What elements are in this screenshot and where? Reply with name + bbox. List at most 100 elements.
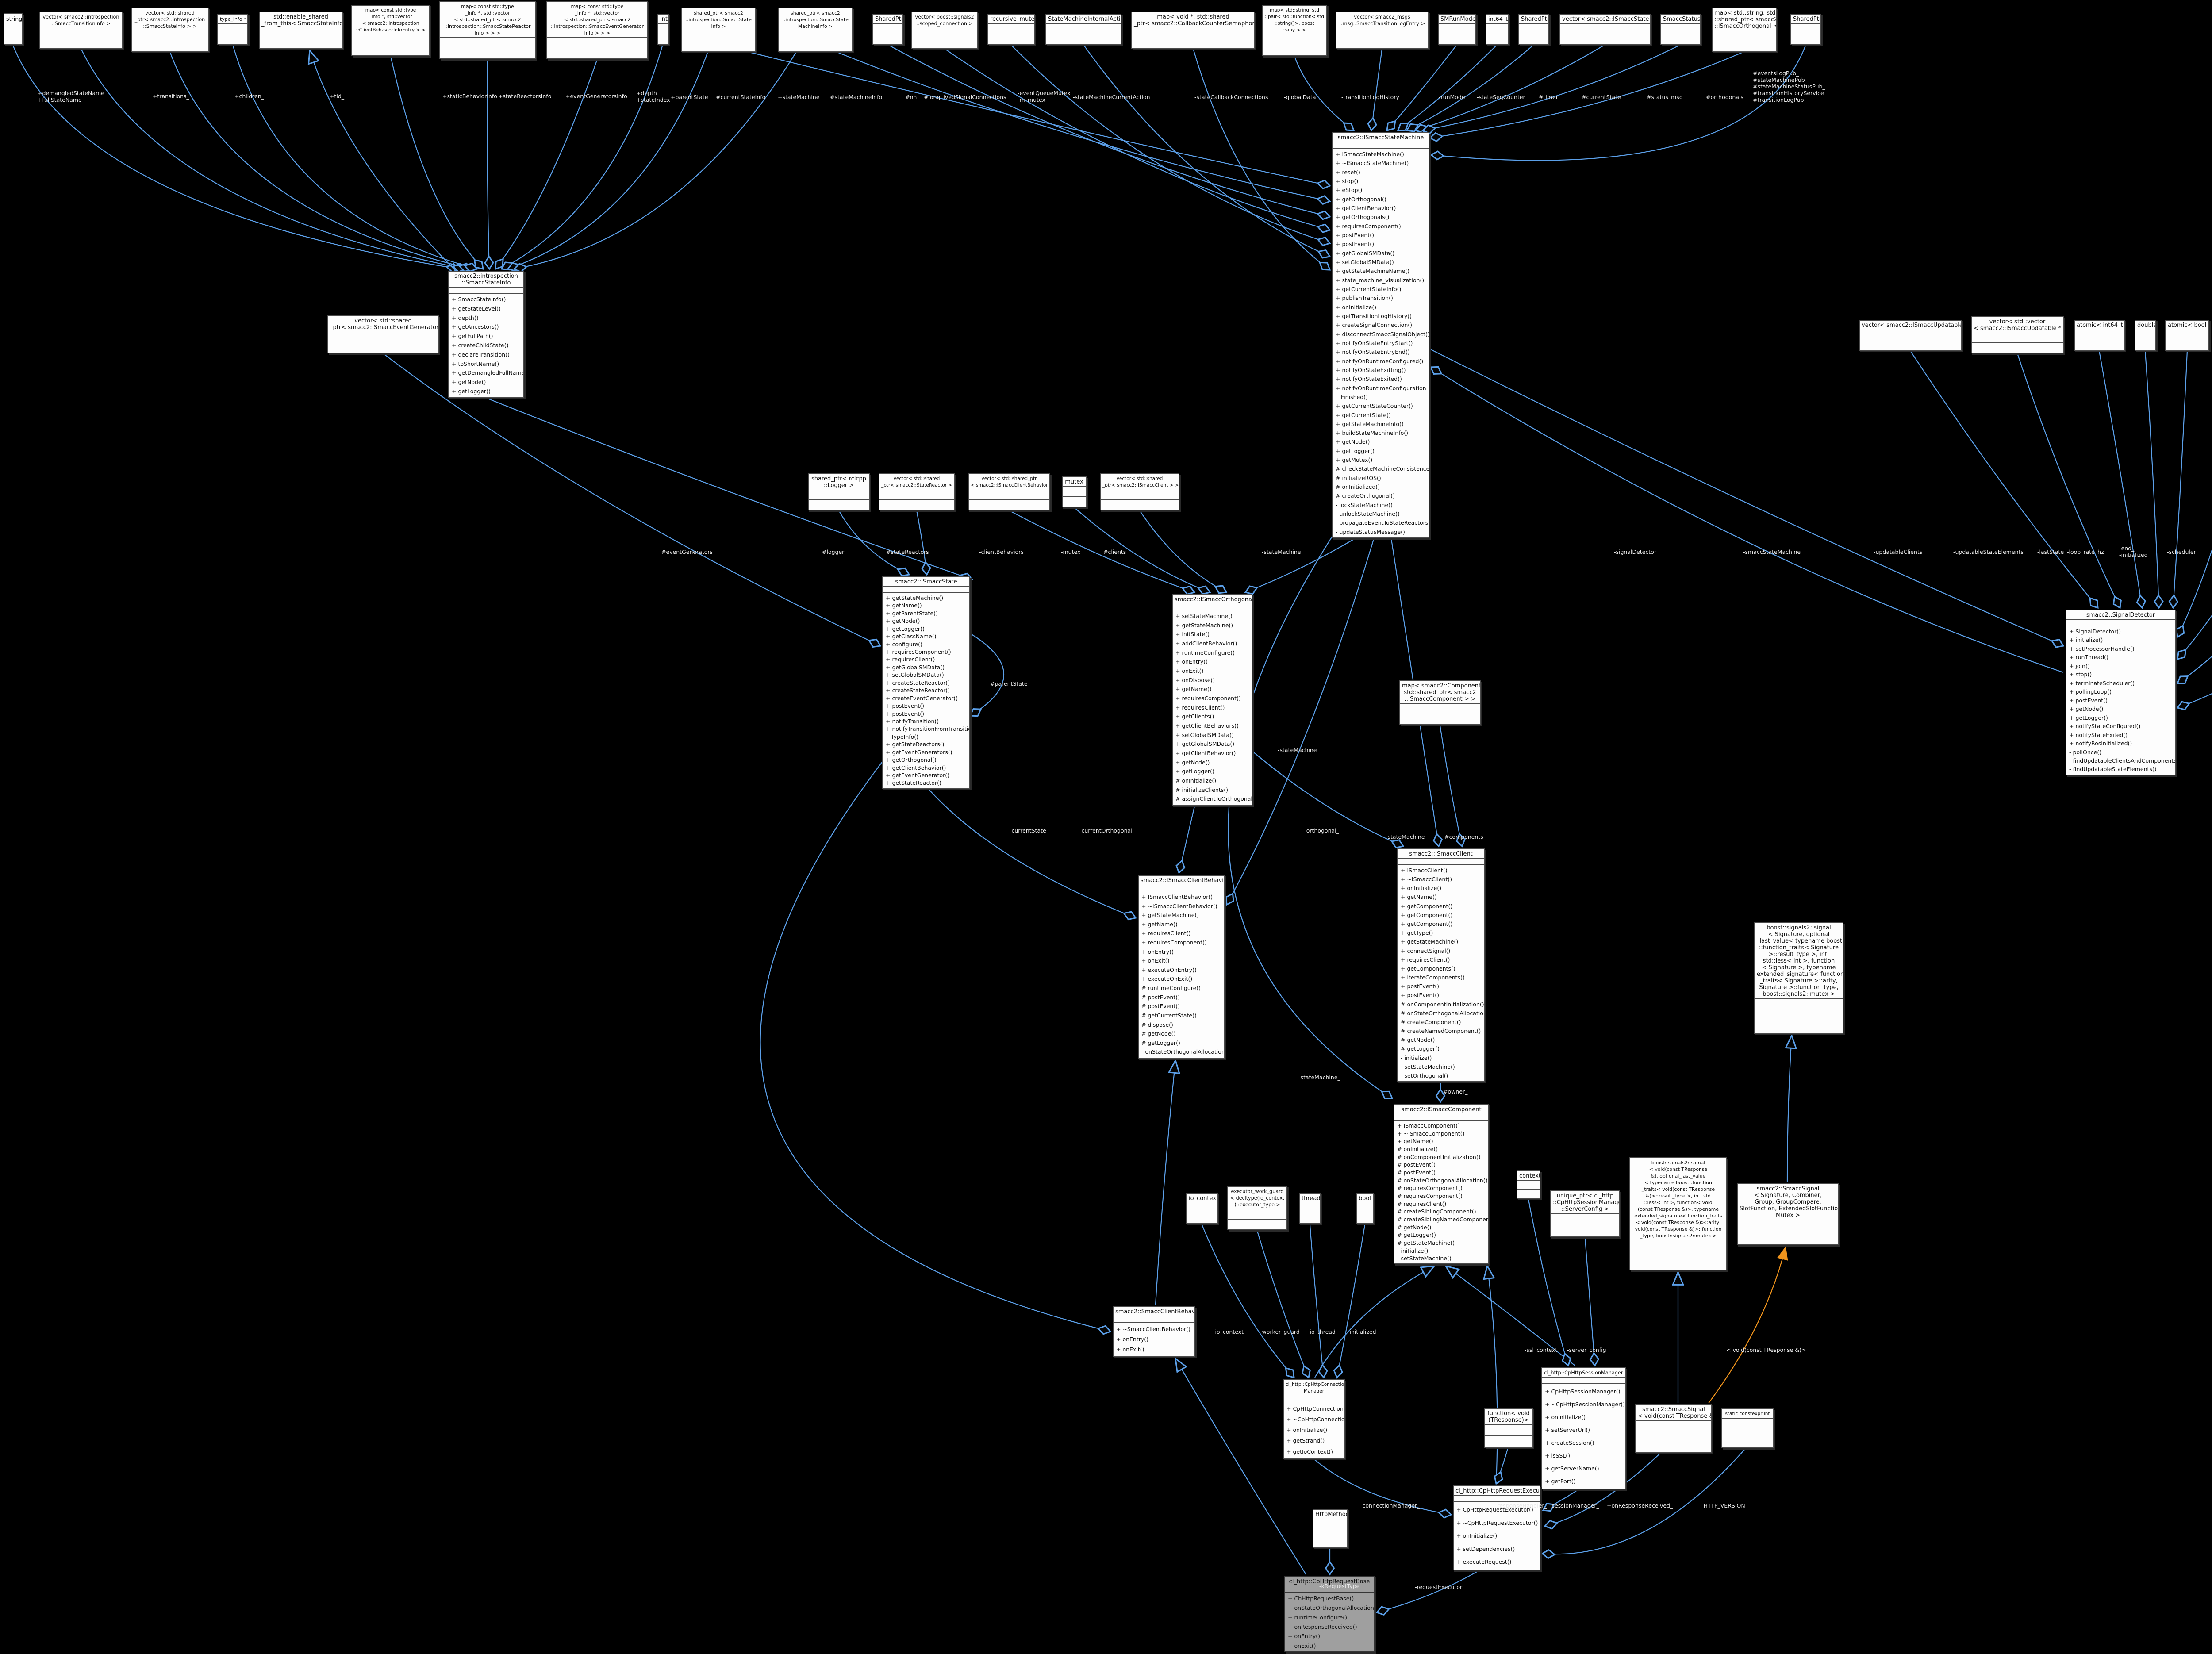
edge-label-4: +staticBehaviorInfo [442, 93, 497, 100]
empty-compartment [1738, 1232, 1838, 1245]
empty-compartment [1132, 38, 1254, 48]
empty-compartment [1063, 497, 1086, 507]
methods-compartment: + ISmaccClient() + ~ISmaccClient() + onI… [1401, 867, 1484, 1079]
type-node-map-state-reactor-info: map< const std::type_info *, std::vector… [439, 1, 536, 59]
edge-label-25: #eventsLogPub_ #stateMachinePub_ #stateM… [1753, 70, 1827, 103]
edge-label-17: -globalData_ [1284, 94, 1319, 100]
empty-compartment [4, 34, 22, 45]
empty-compartment [1517, 1181, 1540, 1190]
type-node-sp-logger: shared_ptr< rclcpp::Logger > [808, 473, 870, 510]
empty-compartment [1187, 1203, 1217, 1213]
edge-label-60: -connectionManager_ [1360, 1502, 1420, 1509]
attributes-compartment [1454, 1496, 1540, 1502]
class-node-ismacc-client-behavior[interactable]: smacc2::ISmaccClientBehavior+ ISmaccClie… [1138, 875, 1225, 1059]
empty-compartment [809, 500, 869, 510]
relation-edge-7 [495, 59, 598, 269]
empty-compartment [1439, 24, 1475, 34]
edge-label-46: -currentOrthogonal [1079, 827, 1133, 834]
class-node-ismacc-state-machine[interactable]: smacc2::ISmaccStateMachine+ ISmaccStateM… [1332, 132, 1429, 538]
edge-label-44: #parentState_ [990, 680, 1030, 687]
type-node-io-context: io_context [1186, 1193, 1218, 1224]
empty-compartment [1791, 24, 1820, 34]
empty-compartment [1101, 490, 1179, 500]
relation-edge-62 [1309, 1224, 1324, 1378]
empty-compartment [2075, 330, 2124, 340]
empty-compartment [1630, 1240, 1726, 1255]
relation-edge-60 [1201, 1224, 1294, 1378]
class-node-ismacc-state[interactable]: smacc2::ISmaccState+ getStateMachine() +… [882, 576, 970, 789]
empty-compartment [1519, 34, 1548, 44]
edge-label-54: -worker_guard_ [1260, 1328, 1303, 1335]
node-title: SharedPtr [1519, 15, 1548, 24]
relation-edge-6 [488, 59, 490, 269]
type-node-int: int [657, 14, 669, 45]
attributes-compartment [2066, 620, 2175, 626]
edge-label-7: +depth_ +stateIndex_ [636, 90, 673, 103]
edge-label-15: -stateMachineCurrentAction [1073, 94, 1150, 100]
node-title: shared_ptr< smacc2::introspection::Smacc… [779, 8, 852, 31]
node-title: smacc2::SmaccSignal< Signature, Combiner… [1738, 1184, 1838, 1220]
node-title: HttpMethod [1313, 1510, 1347, 1519]
type-node-sp-state-info: shared_ptr< smacc2::introspection::Smacc… [681, 8, 756, 52]
node-title: static constexpr int [1722, 1409, 1773, 1419]
edge-label-40: -scheduler_ [2167, 549, 2199, 555]
node-title: vector< smacc2::ISmaccState * > [1560, 15, 1650, 24]
relation-edge-27 [1910, 350, 2098, 608]
relation-edge-22 [1407, 44, 1534, 130]
empty-compartment [1661, 24, 1700, 34]
relation-edge-8 [502, 44, 664, 269]
methods-compartment: + SmaccStateInfo() + getStateLevel() + d… [452, 295, 523, 395]
relation-edge-69 [1545, 1453, 1660, 1526]
empty-compartment [2135, 340, 2155, 350]
relation-edge-63 [1337, 1224, 1366, 1378]
node-title: map< const std::type_info *, std::vector… [547, 2, 647, 38]
node-title: vector< std::shared_ptr< smacc2::StateRe… [879, 474, 954, 490]
attributes-compartment [1285, 1586, 1374, 1593]
node-title: vector< smacc2::introspection::SmaccTran… [40, 12, 122, 28]
empty-compartment [2075, 340, 2124, 350]
class-node-smacc-client-behavior[interactable]: smacc2::SmaccClientBehavior+ ~SmaccClien… [1113, 1306, 1195, 1357]
edge-label-47: -stateMachine_ [1278, 747, 1320, 753]
edge-label-9: #currentStateInfo_ [716, 94, 768, 100]
type-node-boost-signal-signature: boost::signals2::signal< Signature, opti… [1754, 922, 1843, 1034]
empty-compartment [1336, 28, 1428, 38]
attributes-compartment [1284, 1396, 1344, 1402]
edge-label-20: -stateSeqCounter_ [1477, 94, 1528, 100]
relation-edge-18 [1294, 56, 1354, 130]
empty-compartment [1485, 1436, 1532, 1447]
class-node-signal-detector[interactable]: smacc2::SignalDetector+ SignalDetector()… [2066, 610, 2176, 775]
class-node-ismacc-client[interactable]: smacc2::ISmaccClient+ ISmaccClient() + ~… [1397, 848, 1485, 1082]
edge-label-39: -end_ -initialized_ [2119, 545, 2151, 558]
type-node-vec-vec-updatable: vector< std::vector< smacc2::ISmaccUpdat… [1971, 316, 2064, 353]
class-node-cp-http-request-executor[interactable]: cl_http::CpHttpRequestExecutor+ CpHttpRe… [1453, 1485, 1540, 1570]
relation-edge-40 [916, 510, 927, 575]
class-node-smacc-state-info[interactable]: smacc2::introspection::SmaccStateInfo+ S… [448, 271, 524, 398]
edge-label-64: -HTTP_VERSION [1701, 1502, 1745, 1509]
node-title: smacc2::ISmaccClient [1398, 849, 1484, 859]
type-node-shared-ptr-3: SharedPtr [1790, 14, 1821, 45]
empty-compartment [440, 38, 535, 48]
type-node-vec-transition-info: vector< smacc2::introspection::SmaccTran… [39, 12, 123, 49]
class-node-cb-http-request-base[interactable]: cl_http::CbHttpRequestBase+ CbHttpReques… [1284, 1576, 1375, 1652]
edge-label-63: +onResponseReceived_ [1607, 1502, 1673, 1509]
empty-compartment [1661, 34, 1700, 44]
edge-label-36: -updatableStateElements [1953, 549, 2024, 555]
empty-compartment [4, 23, 22, 34]
relation-edge-4 [310, 50, 456, 271]
type-node-double: double [2135, 320, 2156, 351]
empty-compartment [1486, 24, 1508, 34]
relation-edge-11 [514, 51, 797, 269]
attributes-compartment [1114, 1316, 1194, 1323]
node-title: smacc2::introspection::SmaccStateInfo [449, 272, 523, 288]
node-title: vector< std::shared_ptr< smacc2::ISmaccC… [1101, 474, 1179, 490]
node-title: vector< std::shared_ptr< smacc2::ISmaccC… [969, 474, 1049, 490]
node-title: int64_t [1486, 15, 1508, 24]
empty-compartment [658, 34, 668, 44]
class-node-ismacc-component[interactable]: smacc2::ISmaccComponent+ ISmaccComponent… [1394, 1104, 1489, 1264]
class-node-ismacc-orthogonal[interactable]: smacc2::ISmaccOrthogonal+ setStateMachin… [1172, 594, 1252, 806]
relation-edge-30 [2144, 350, 2159, 608]
empty-compartment [1972, 333, 2063, 343]
edge-label-53: -io_context_ [1213, 1328, 1247, 1335]
class-node-cp-http-session-manager[interactable]: cl_http::CpHttpSessionManager+ CpHttpSes… [1541, 1367, 1626, 1489]
